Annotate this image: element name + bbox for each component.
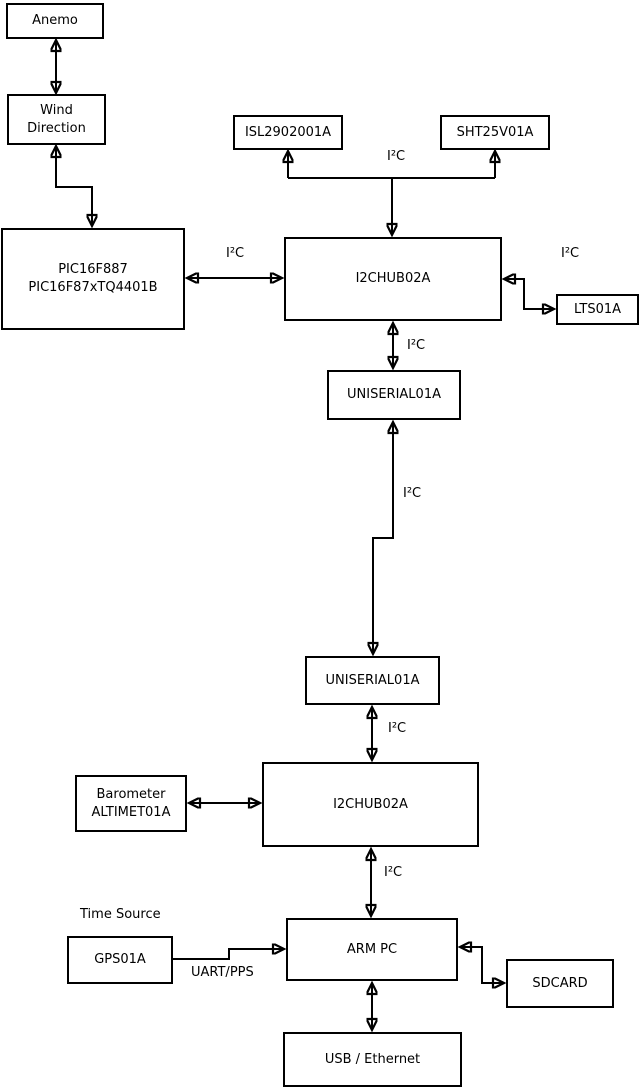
edge-label-uart-pps: UART/PPS [191,965,254,981]
node-wind-direction-label-line1: Wind [40,102,73,118]
edge-label-i2c-uniserial-link: I²C [403,486,422,502]
node-sht25v01a-label: SHT25V01A [456,124,534,140]
node-gps01a: GPS01A [67,936,173,984]
arrow-i2chub-top-lts [504,279,554,309]
node-barometer: Barometer ALTIMET01A [75,775,187,832]
node-i2chub-top: I2CHUB02A [284,237,502,321]
node-pic-label-line2: PIC16F87xTQ4401B [28,280,158,295]
arrow-uniserial-top-uniserial-bottom [373,422,393,654]
edge-label-i2c-hub-uniserial: I²C [407,338,426,354]
node-pic-label-line1: PIC16F887 [58,262,128,277]
edge-label-i2c-pic-hub: I²C [226,246,245,262]
node-anemometer-label: Anemo [32,13,78,28]
node-sht25v01a: SHT25V01A [440,115,550,150]
edge-label-i2c-hub2-arm: I²C [384,865,403,881]
node-uniserial-bottom-label: UNISERIAL01A [325,672,420,688]
node-lts01a: LTS01A [556,294,639,325]
node-wind-direction: Wind Direction [7,94,106,145]
node-uniserial-top: UNISERIAL01A [327,370,461,420]
edge-label-i2c-hub-lts: I²C [561,246,580,262]
node-isl2902001a: ISL2902001A [233,115,343,150]
node-usb-ethernet-label: USB / Ethernet [324,1051,421,1067]
node-arm-pc-label: ARM PC [346,941,398,957]
node-pic-microcontroller: PIC16F887 PIC16F87xTQ4401B [1,228,185,330]
node-i2chub-bottom: I2CHUB02A [262,762,479,847]
node-uniserial-top-label: UNISERIAL01A [347,387,441,402]
edge-label-time-source: Time Source [80,907,161,923]
node-lts01a-label: LTS01A [573,301,622,317]
node-isl2902001a-label: ISL2902001A [244,124,332,140]
node-barometer-label-line2: ALTIMET01A [91,804,171,820]
node-i2chub-top-label: I2CHUB02A [355,271,431,286]
edge-label-i2c-uniserial-hub2: I²C [388,721,407,737]
node-anemometer: Anemo [6,3,104,39]
arrow-armpc-sdcard [460,947,504,983]
node-usb-ethernet: USB / Ethernet [283,1032,462,1087]
node-i2chub-bottom-label: I2CHUB02A [333,796,408,812]
arrow-wind-direction-pic [56,146,92,226]
node-wind-direction-label-line2: Direction [27,120,86,136]
arrow-gps-armpc [173,949,284,960]
node-arm-pc: ARM PC [286,918,458,981]
edge-label-i2c-hub-sensors: I²C [387,149,406,165]
node-sdcard: SDCARD [506,959,614,1008]
node-gps01a-label: GPS01A [94,952,146,967]
node-sdcard-label: SDCARD [532,975,588,991]
node-uniserial-bottom: UNISERIAL01A [305,656,440,705]
node-barometer-label-line1: Barometer [96,786,166,802]
